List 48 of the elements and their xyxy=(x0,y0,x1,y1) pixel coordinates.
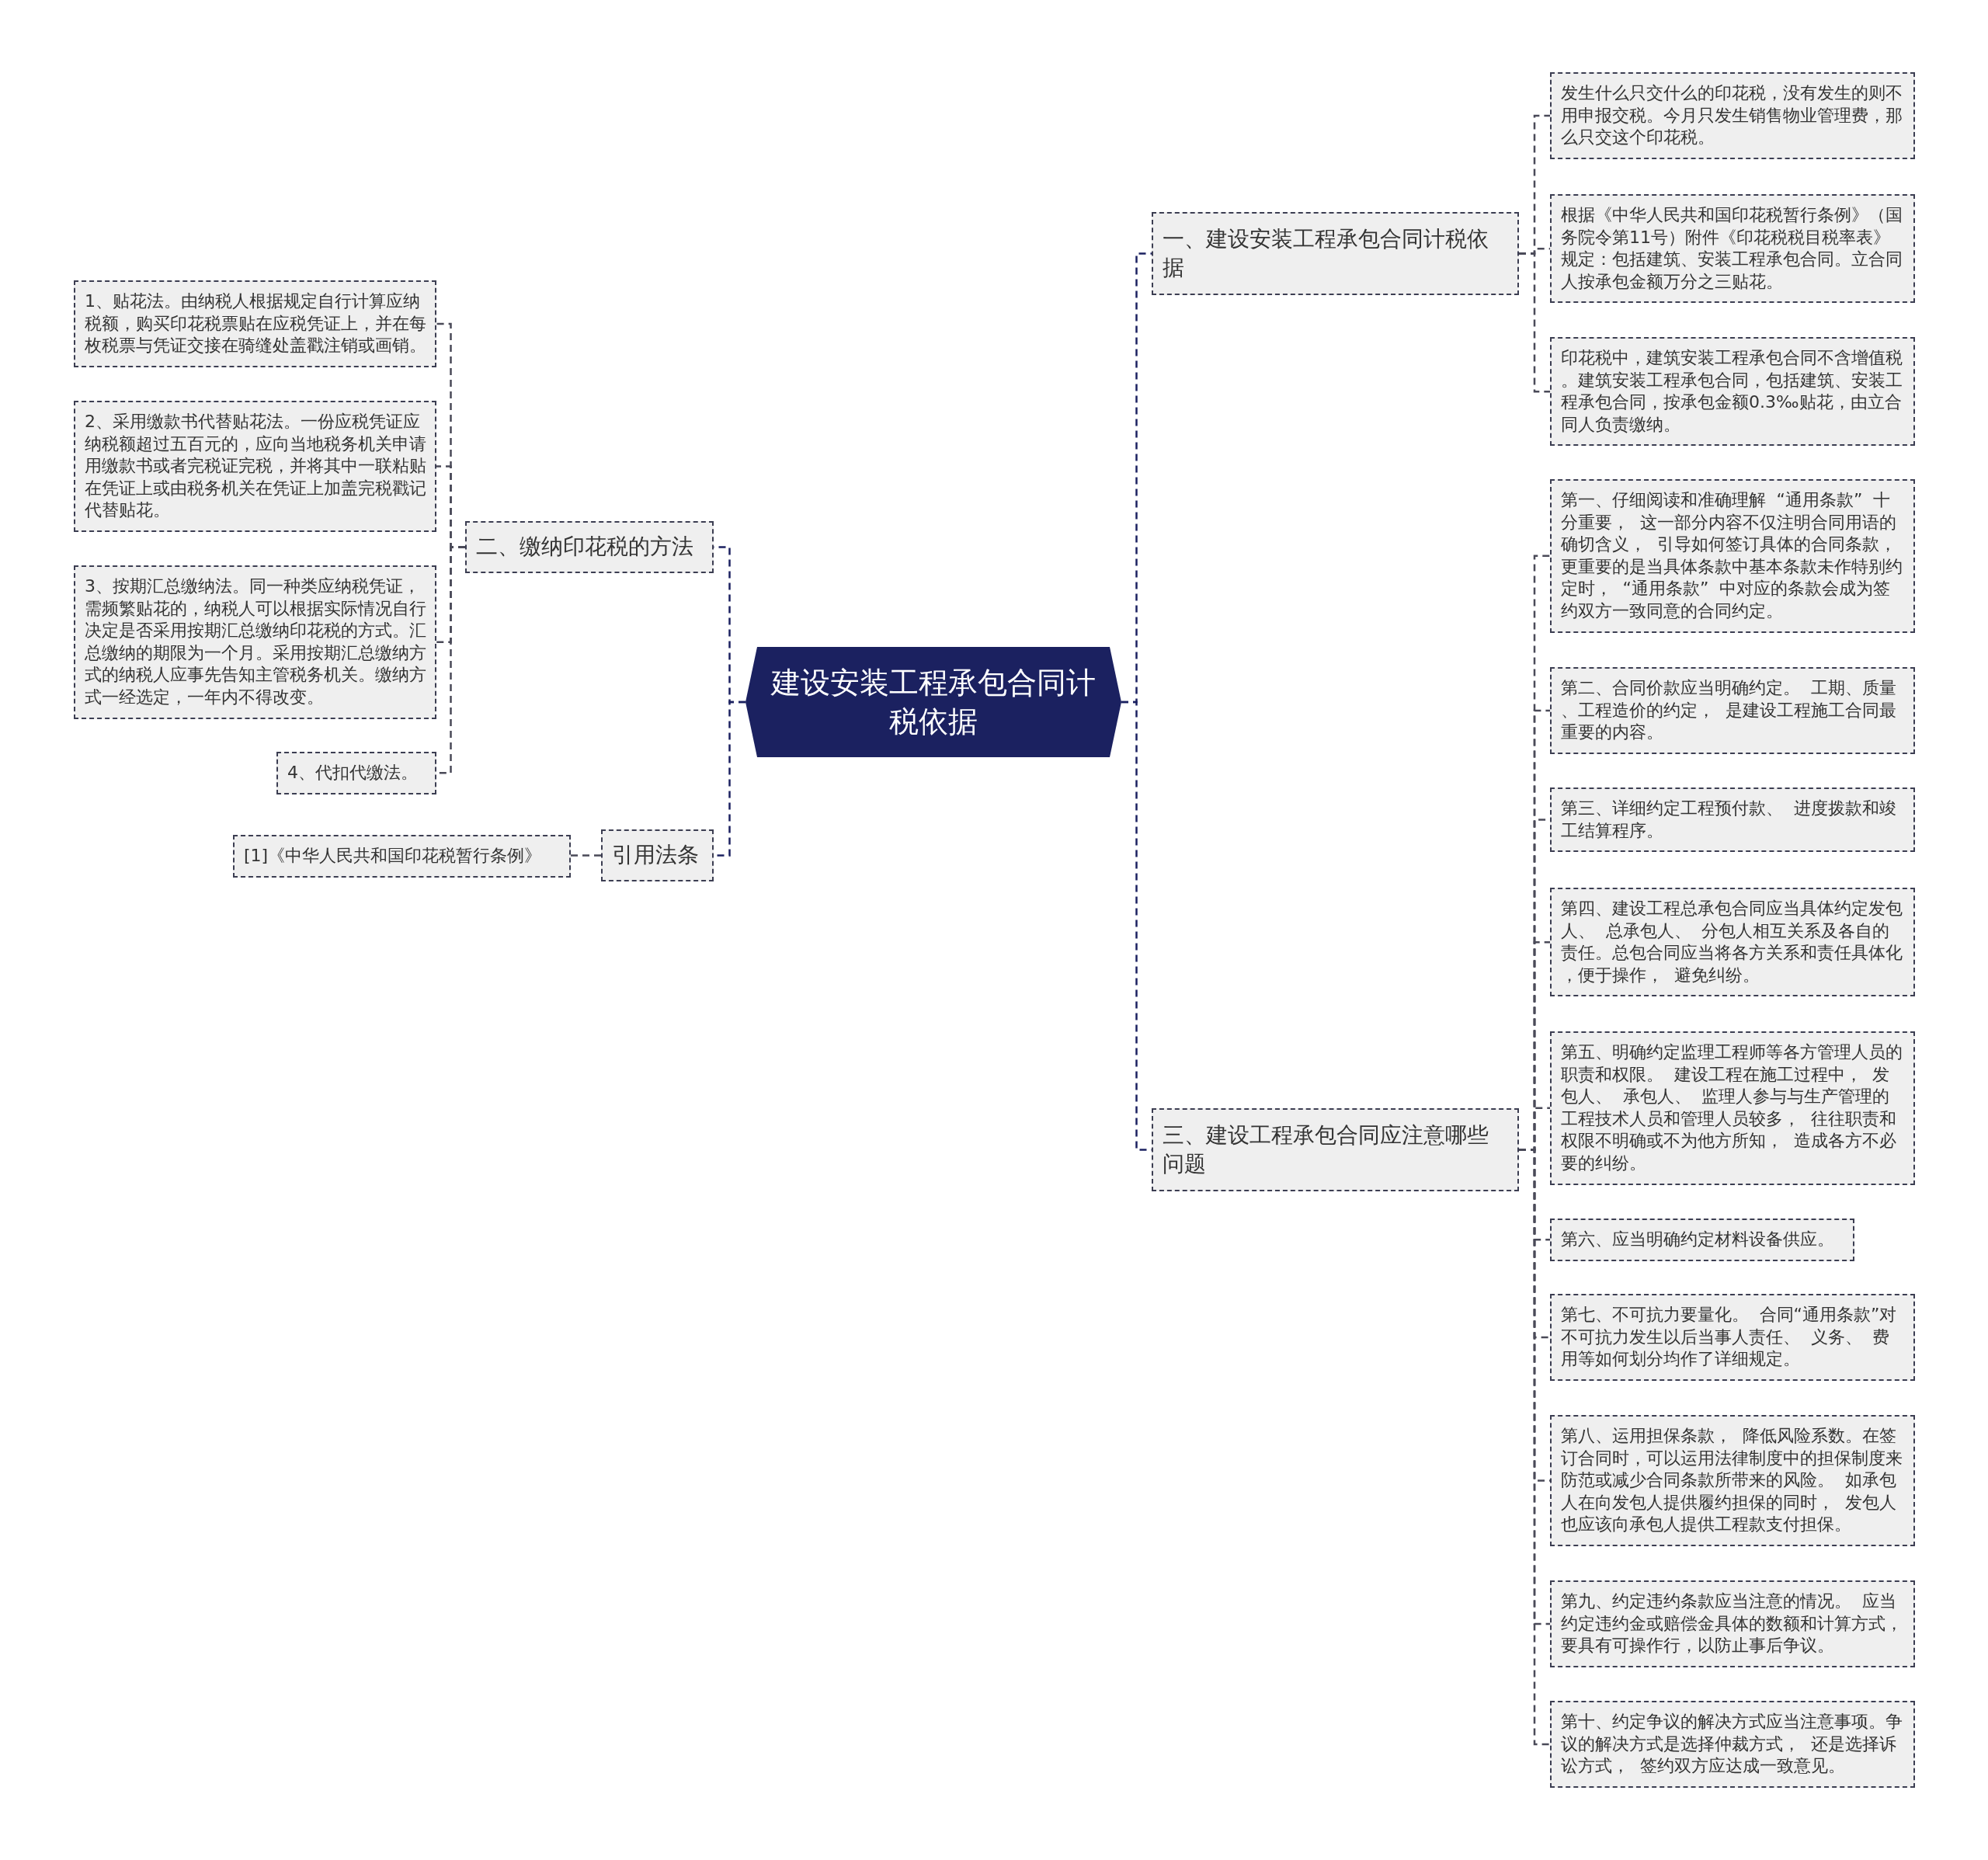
note-box xyxy=(1550,1701,1915,1788)
note-box xyxy=(276,752,436,794)
note-text: 第八、运用担保条款， 降低风险系数。在签订合同时，可以运用法律制度中的担保制度来防范或减少合同条款所带来的风险。 如承包人在向发包人提供履约担保的同时， 发包人也应该向承包人提供工程款支付担保。 xyxy=(1561,1425,1903,1536)
note-text: 第十、约定争议的解决方式应当注意事项。争议的解决方式是选择仲裁方式， 还是选择诉讼方式， 签约双方应达成一致意见。 xyxy=(1561,1711,1903,1778)
connector-line xyxy=(1519,252,1550,393)
note-box xyxy=(74,565,436,719)
note-text: [1]《中华人民共和国印花税暂行条例》 xyxy=(244,845,543,867)
note-text: 第二、合同价款应当明确约定。 工期、质量、工程造价的约定， 是建设工程施工合同最重要的内容。 xyxy=(1561,677,1897,744)
note-box xyxy=(1550,194,1915,304)
note-text: 2、采用缴款书代替贴花法。一份应税凭证应纳税额超过五百元的，应向当地税务机关申请用缴款书或者完税证完税，并将其中一联粘贴在凭证上或由税务机关在凭证上加盖完税戳记代替贴花。 xyxy=(85,411,427,522)
note-text: 印花税中，建筑安装工程承包合同不含增值税。建筑安装工程承包合同，包括建筑、安装工程承包合同，按承包金额0.3‰贴花，由立合同人负责缴纳。 xyxy=(1561,347,1903,436)
note-text: 第五、明确约定监理工程师等各方管理人员的职责和权限。 建设工程在施工过程中， 发包人、 承包人、 监理人参与与生产管理的工程技术人员和管理人员较多， 往往职责和权限不明确或不为他方所知， 造成各方不必要的纠纷。 xyxy=(1561,1041,1903,1174)
note-box xyxy=(74,280,436,367)
branch-title: 一、建设安装工程承包合同计税依据 xyxy=(1163,225,1489,282)
note-text: 发生什么只交什么的印花税，没有发生的则不用申报交税。今月只发生销售物业管理费，那么只交这个印花税。 xyxy=(1561,82,1903,149)
note-box xyxy=(1550,72,1915,159)
branch-box xyxy=(601,829,714,881)
note-text: 第九、约定违约条款应当注意的情况。 应当约定违约金或赔偿金具体的数额和计算方式，要具有可操作行，以防止事后争议。 xyxy=(1561,1591,1903,1657)
branch-title: 引用法条 xyxy=(612,841,699,870)
note-box xyxy=(1550,1219,1854,1261)
note-box xyxy=(1550,888,1915,997)
note-box xyxy=(1550,667,1915,754)
branch-box xyxy=(1152,212,1519,295)
note-box xyxy=(1550,1415,1915,1546)
note-box xyxy=(233,835,571,878)
central-topic-text: 建设安装工程承包合同计税依据 xyxy=(770,665,1097,740)
note-text: 第三、详细约定工程预付款、 进度拨款和竣工结算程序。 xyxy=(1561,798,1897,842)
note-text: 根据《中华人民共和国印花税暂行条例》（国务院令第11号）附件《印花税税目税率表》规定：包括建筑、安装工程承包合同。立合同人按承包金额万分之三贴花。 xyxy=(1561,204,1903,293)
central-topic-hexagon xyxy=(746,647,1121,757)
note-box xyxy=(1550,1580,1915,1667)
note-box xyxy=(74,401,436,532)
note-box xyxy=(1550,337,1915,447)
note-box xyxy=(1550,479,1915,633)
note-text: 第六、应当明确约定材料设备供应。 xyxy=(1561,1229,1835,1250)
note-text: 第四、建设工程总承包合同应当具体约定发包人、 总承包人、 分包人相互关系及各自的责任。总包合同应当将各方关系和责任具体化，便于操作， 避免纠纷。 xyxy=(1561,898,1903,986)
note-text: 3、按期汇总缴纳法。同一种类应纳税凭证，需频繁贴花的，纳税人可以根据实际情况自行决定是否采用按期汇总缴纳印花税的方式。汇总缴纳的期限为一个月。采用按期汇总缴纳方式的纳税人应事先告知主管税务机关。缴纳方式一经选定，一年内不得改变。 xyxy=(85,575,427,708)
branch-box xyxy=(1152,1108,1519,1191)
note-box xyxy=(1550,1294,1915,1381)
note-text: 第七、不可抗力要量化。 合同“通用条款”对不可抗力发生以后当事人责任、 义务、 费用等如何划分均作了详细规定。 xyxy=(1561,1304,1898,1371)
connector-line xyxy=(571,854,601,857)
note-box xyxy=(1550,1031,1915,1185)
note-text: 4、代扣代缴法。 xyxy=(287,762,419,784)
note-text: 1、贴花法。由纳税人根据规定自行计算应纳税额，购买印花税票贴在应税凭证上，并在每枚税票与凭证交接在骑缝处盖戳注销或画销。 xyxy=(85,290,427,357)
branch-title: 三、建设工程承包合同应注意哪些问题 xyxy=(1163,1121,1489,1178)
note-box xyxy=(1550,787,1915,853)
branch-title: 二、缴纳印花税的方法 xyxy=(476,533,693,561)
note-text: 第一、仔细阅读和准确理解 “通用条款” 十分重要， 这一部分内容不仅注明合同用语的确切含义， 引导如何签订具体的合同条款，更重要的是当具体条款中基本条款未作特别约定时， “通用条款” 中对应的条款会成为签约双方一致同意的合同约定。 xyxy=(1561,489,1903,622)
branch-box xyxy=(465,521,714,573)
